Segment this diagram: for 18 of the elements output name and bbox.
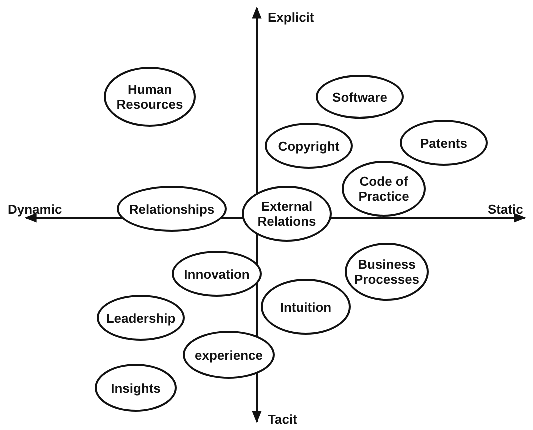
node-label: External Relations — [256, 199, 318, 229]
axis-label: Explicit — [268, 10, 314, 25]
axis-label: Dynamic — [8, 202, 62, 217]
node-label: Copyright — [278, 138, 340, 154]
node-label: Business Processes — [354, 257, 420, 287]
node-label: Patents — [420, 136, 468, 150]
axis-label: Static — [488, 202, 524, 217]
node-label: Insights — [111, 380, 161, 396]
node-label: Software — [332, 90, 388, 104]
axis-label: Tacit — [268, 412, 298, 427]
node-label: experience — [195, 348, 263, 362]
node-label: Innovation — [184, 266, 250, 282]
node-label: Leadership — [106, 310, 176, 326]
node-label: Intuition — [280, 300, 332, 314]
node-label: Human Resources — [116, 82, 184, 112]
ellipse-node — [261, 279, 351, 335]
node-label: Code of Practice — [358, 174, 410, 204]
node-label: Relationships — [129, 202, 215, 216]
